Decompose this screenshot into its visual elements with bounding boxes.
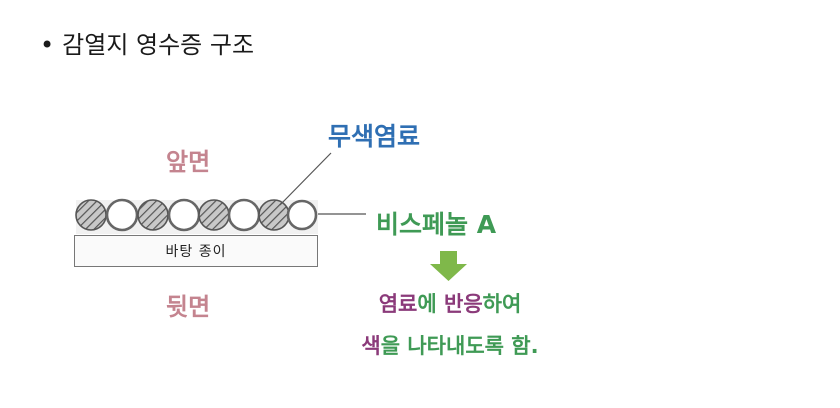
page-title: •감열지 영수증 구조 (40, 27, 254, 63)
caption-segment: 반응 (444, 292, 483, 316)
title-bullet: • (40, 31, 55, 59)
reaction-caption-line2: 색을 나타내도록 함. (300, 330, 600, 360)
reaction-caption-line1: 염료에 반응하여 (300, 288, 600, 318)
reaction-arrow-icon (430, 251, 467, 281)
particle-layer (75, 198, 318, 232)
caption-segment: 색 (361, 334, 381, 358)
title-text: 감열지 영수증 구조 (62, 31, 255, 59)
dye-leader-line (279, 152, 332, 206)
dye-particle (198, 199, 230, 231)
bpa-particle (227, 198, 261, 232)
front-side-label: 앞면 (166, 148, 211, 176)
base-paper-label: 바탕 종이 (165, 244, 227, 260)
back-side-label: 뒷면 (166, 293, 211, 321)
bisphenol-a-label: 비스페놀 A (376, 210, 497, 239)
dye-particle (137, 199, 169, 231)
colorless-dye-label: 무색염료 (328, 122, 421, 151)
caption-segment: 을 나타내도록 함. (380, 334, 539, 358)
caption-segment: 에 (417, 292, 444, 316)
bpa-particle (167, 198, 201, 232)
bpa-particle (105, 198, 139, 232)
dye-particle (75, 199, 107, 231)
bpa-particle (286, 199, 318, 231)
caption-segment: 염료 (378, 292, 418, 316)
base-paper-layer: 바탕 종이 (74, 235, 318, 267)
caption-segment: 하여 (482, 292, 522, 316)
dye-particle (258, 199, 290, 231)
